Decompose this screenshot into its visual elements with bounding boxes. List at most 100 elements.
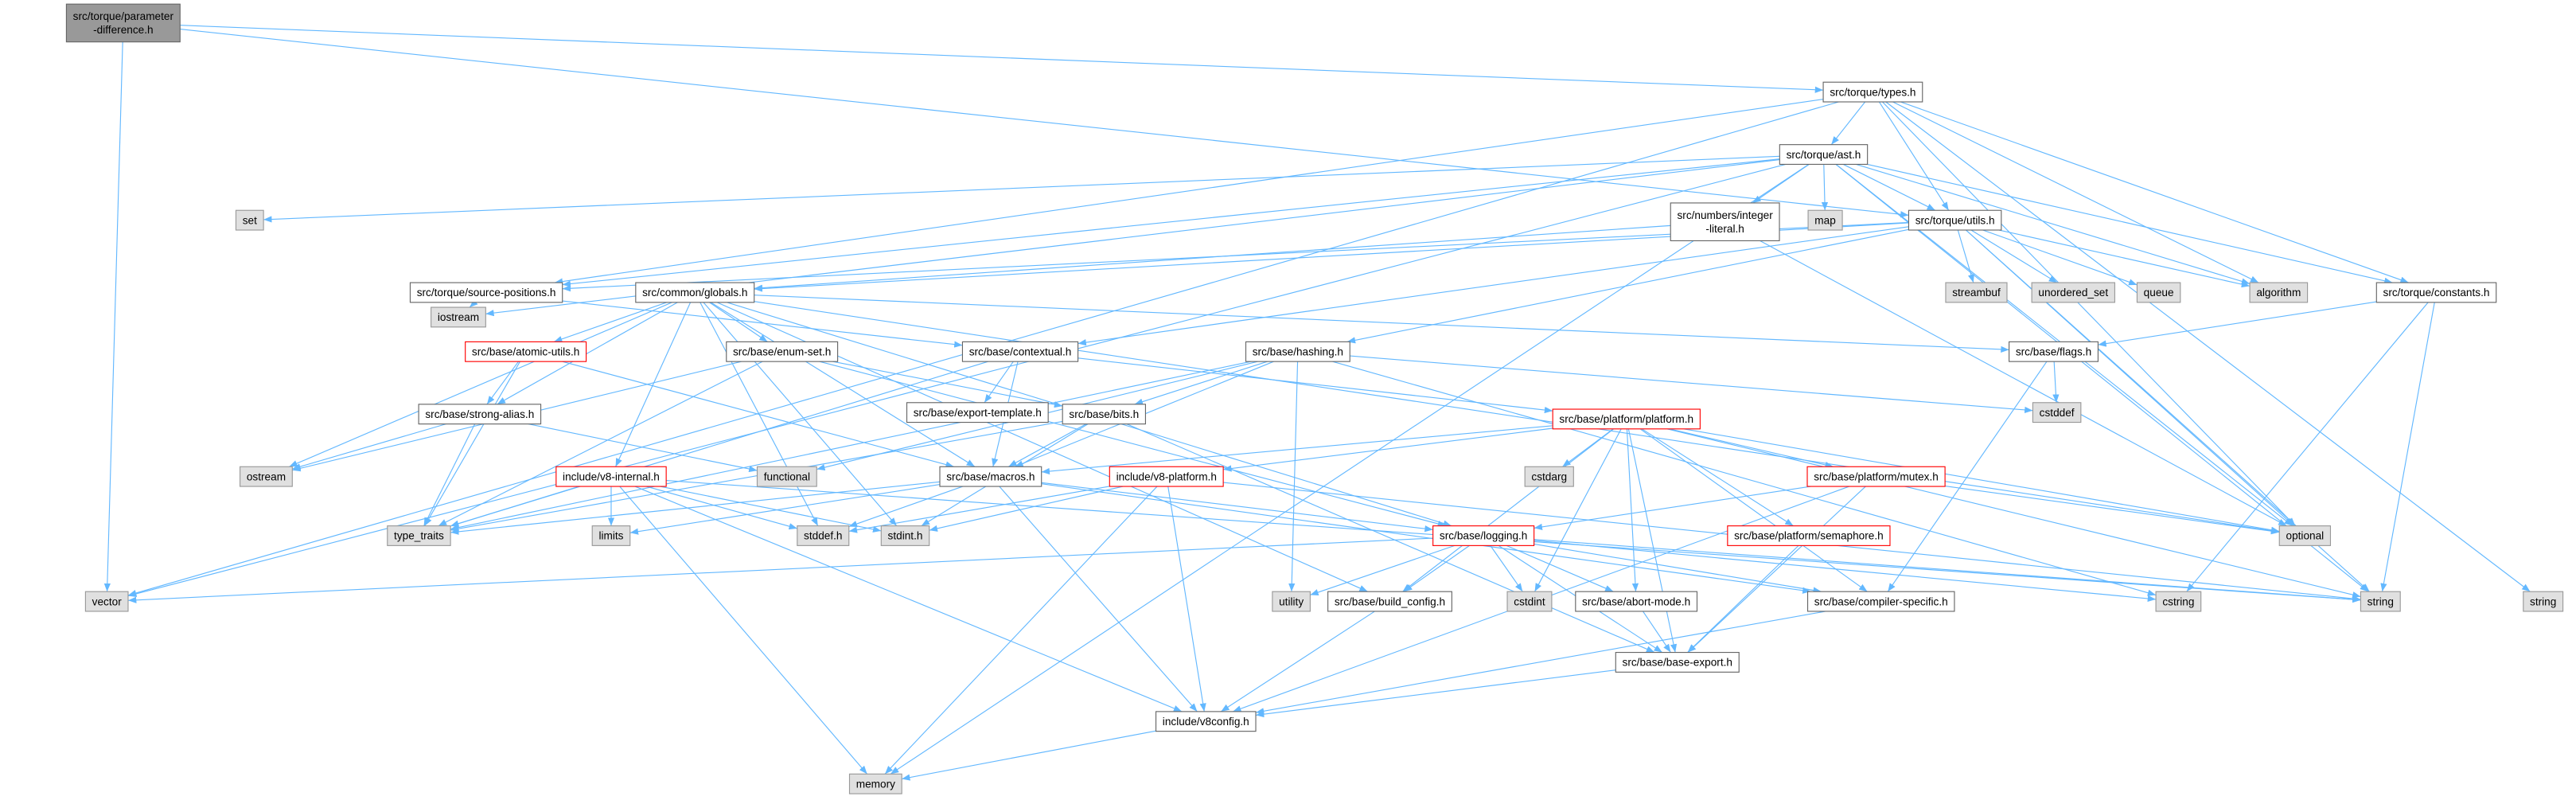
graph-node[interactable]: src/common/globals.h [635, 282, 755, 303]
node-box[interactable] [1727, 525, 1891, 546]
graph-node[interactable]: src/base/platform/mutex.h [1806, 466, 1946, 487]
dependency-edge [709, 302, 768, 342]
node-box [1524, 466, 1574, 487]
node-box[interactable] [465, 341, 587, 362]
node-label: string [2368, 595, 2394, 607]
graph-node[interactable]: src/base/build_config.h [1327, 591, 1452, 612]
node-box [431, 306, 486, 328]
graph-node: stdint.h [880, 525, 930, 546]
graph-node[interactable]: src/base/compiler-specific.h [1806, 591, 1955, 612]
node-label-line: src/base/base-export.h [1623, 657, 1732, 669]
node-box[interactable] [555, 466, 667, 487]
dependency-edge [1041, 482, 1433, 533]
graph-node[interactable]: src/base/platform/semaphore.h [1727, 525, 1891, 546]
dependency-edge [1998, 229, 2251, 288]
node-box[interactable] [726, 341, 839, 362]
graph-node[interactable]: src/base/macros.h [939, 466, 1042, 487]
graph-node: utility [1272, 591, 1311, 612]
dependency-edge [263, 155, 1780, 223]
graph-node[interactable]: include/v8config.h [1155, 711, 1257, 732]
graph-node[interactable]: src/base/platform/platform.h [1552, 408, 1701, 430]
node-box[interactable] [2009, 341, 2099, 362]
graph-node[interactable]: src/base/bits.h [1062, 404, 1147, 425]
graph-node[interactable]: src/torque/constants.h [2375, 282, 2497, 303]
node-box[interactable] [418, 404, 542, 425]
graph-node[interactable]: src/base/hashing.h [1245, 341, 1350, 362]
graph-node[interactable]: src/base/logging.h [1432, 525, 1535, 546]
node-label-line: map [1814, 214, 1835, 226]
dependency-edge [1255, 611, 1826, 715]
node-label: src/base/export-template.h [914, 407, 1042, 419]
node-box[interactable] [1615, 651, 1740, 673]
dependency-edge [646, 486, 797, 530]
node-label: src/numbers/integer-literal.h [1677, 209, 1773, 235]
dependency-edge [1687, 486, 1866, 653]
graph-node[interactable]: src/torque/source-positions.h [409, 282, 563, 303]
node-box [65, 3, 181, 43]
node-box[interactable] [635, 282, 755, 303]
dependency-edge [450, 481, 941, 535]
node-box[interactable] [1908, 209, 2002, 231]
graph-node[interactable]: src/torque/ast.h [1779, 144, 1869, 166]
node-box[interactable] [1062, 404, 1147, 425]
dependency-edge [1760, 240, 2287, 527]
graph-node[interactable]: src/numbers/integer-literal.h [1670, 202, 1780, 241]
graph-node[interactable]: src/base/base-export.h [1615, 651, 1740, 673]
node-box[interactable] [1432, 525, 1535, 546]
graph-node[interactable]: src/base/flags.h [2009, 341, 2099, 362]
dependency-edge [615, 302, 692, 467]
node-label: queue [2144, 287, 2174, 299]
node-label-line: cstdarg [1531, 470, 1567, 482]
graph-node: memory [848, 773, 902, 794]
dependency-edge [1346, 228, 1909, 344]
node-box[interactable] [1327, 591, 1452, 612]
node-box[interactable] [2375, 282, 2497, 303]
graph-node[interactable]: src/base/export-template.h [906, 402, 1049, 423]
node-box[interactable] [1109, 466, 1224, 487]
graph-node[interactable]: src/torque/types.h [1822, 81, 1923, 103]
node-box [756, 466, 817, 487]
node-box[interactable] [409, 282, 563, 303]
graph-node[interactable]: src/torque/utils.h [1908, 209, 2002, 231]
node-box[interactable] [1245, 341, 1350, 362]
node-box [1807, 209, 1843, 231]
node-label-line: unordered_set [2038, 287, 2108, 299]
graph-node[interactable]: src/base/atomic-utils.h [465, 341, 587, 362]
dependency-edge [1310, 544, 1456, 595]
node-label: type_traits [394, 530, 444, 542]
dependency-edge [754, 295, 2009, 353]
node-label: src/torque/utils.h [1915, 214, 1995, 226]
dependency-edge [1506, 544, 1614, 592]
dependency-edge [619, 486, 868, 775]
node-box[interactable] [1575, 591, 1698, 612]
node-box[interactable] [1155, 711, 1257, 732]
node-label-line: src/base/build_config.h [1335, 595, 1445, 607]
node-box[interactable] [939, 466, 1042, 487]
node-label: cstddef [2040, 407, 2075, 419]
node-label-line: stdint.h [888, 530, 923, 542]
node-box[interactable] [1670, 202, 1780, 241]
node-box[interactable] [1806, 466, 1946, 487]
dependency-edge [292, 423, 446, 470]
graph-node[interactable]: src/base/strong-alias.h [418, 404, 542, 425]
graph-node[interactable]: src/base/enum-set.h [726, 341, 839, 362]
dependency-edge [1402, 428, 1615, 592]
graph-node[interactable]: include/v8-internal.h [555, 466, 667, 487]
node-label: src/torque/source-positions.h [417, 287, 556, 299]
node-box [2155, 591, 2202, 612]
node-box[interactable] [1806, 591, 1955, 612]
node-label: src/base/platform/semaphore.h [1734, 530, 1884, 542]
graph-node[interactable]: src/base/abort-mode.h [1575, 591, 1698, 612]
node-box[interactable] [1822, 81, 1923, 103]
node-box[interactable] [906, 402, 1049, 423]
node-box[interactable] [961, 341, 1079, 362]
graph-node[interactable]: src/base/contextual.h [961, 341, 1079, 362]
node-box[interactable] [1779, 144, 1869, 166]
dependency-edge [2098, 301, 2377, 347]
node-label: algorithm [2256, 287, 2301, 299]
dependency-edge [289, 302, 672, 467]
node-box[interactable] [1552, 408, 1701, 430]
graph-node[interactable]: include/v8-platform.h [1109, 466, 1224, 487]
dependency-edge [469, 299, 478, 308]
